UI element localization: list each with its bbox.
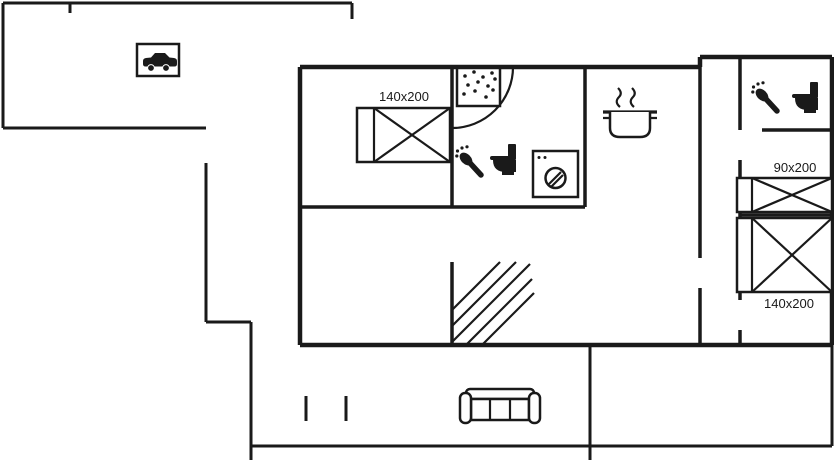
main-bathroom: [455, 66, 580, 199]
bed-small: 90x200: [735, 160, 834, 214]
shower-dots-icon: [455, 66, 502, 108]
bed-large: 140x200: [735, 216, 834, 311]
car-icon: [143, 53, 177, 72]
pot-icon: [603, 87, 657, 139]
bed-icon: [735, 176, 834, 214]
washing-machine-icon: [531, 149, 580, 199]
bed-size-label: 140x200: [379, 89, 429, 104]
toilet-icon: [490, 144, 516, 175]
bed-main: 140x200: [355, 89, 452, 164]
door-arc-icon: [451, 66, 515, 130]
sofa-icon: [458, 387, 542, 425]
steam-icon: [629, 87, 636, 108]
bed-size-label: 140x200: [764, 296, 814, 311]
bed-size-label: 90x200: [774, 160, 817, 175]
bed-icon: [355, 106, 452, 164]
toilet-icon: [792, 82, 818, 113]
carport: [135, 42, 181, 78]
bed-icon: [735, 216, 834, 294]
shower-icon: [751, 81, 777, 111]
interior-walls: [300, 57, 832, 345]
shower-icon: [455, 145, 481, 175]
steam-icon: [615, 87, 622, 108]
wing-bathroom: [751, 81, 818, 113]
stairs-icon: [451, 261, 535, 346]
